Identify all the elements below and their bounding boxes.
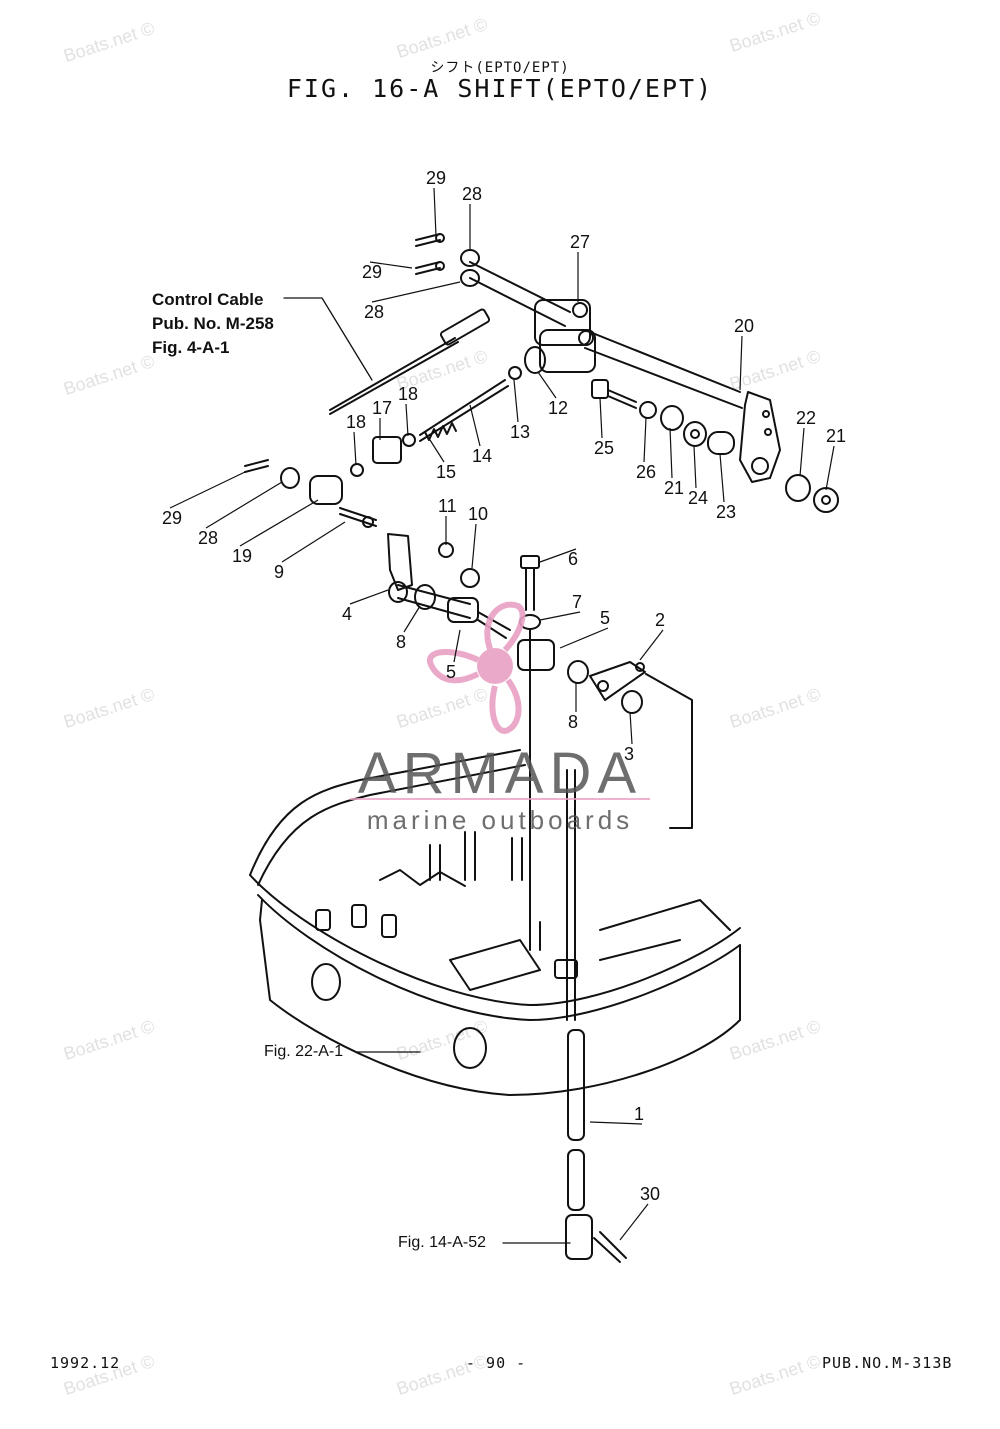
shift-rod bbox=[529, 629, 627, 1263]
part-number-28: 28 bbox=[462, 184, 482, 204]
part-number-3: 3 bbox=[624, 744, 634, 764]
leader-line-28 bbox=[371, 281, 461, 303]
logo-wordmark: ARMADA bbox=[357, 741, 643, 806]
logo-tagline: marine outboards bbox=[366, 805, 634, 835]
part-number-23: 23 bbox=[716, 502, 736, 522]
leader-line-10 bbox=[471, 523, 477, 569]
leader-line-4 bbox=[349, 589, 389, 605]
leader-line-28 bbox=[205, 481, 283, 529]
part-number-2: 2 bbox=[655, 610, 665, 630]
center-parts bbox=[517, 555, 693, 829]
leader-line-14 bbox=[469, 404, 481, 447]
part-number-14: 14 bbox=[472, 446, 492, 466]
control-cable-fig: Fig. 4-A-1 bbox=[152, 338, 230, 357]
part-number-9: 9 bbox=[274, 562, 284, 582]
footer-date: 1992.12 bbox=[50, 1354, 121, 1372]
part-number-18: 18 bbox=[346, 412, 366, 432]
part-number-27: 27 bbox=[570, 232, 590, 252]
leader-line-7 bbox=[539, 611, 581, 621]
logo-divider bbox=[350, 798, 650, 800]
leader-line-30 bbox=[619, 1203, 649, 1241]
leader-line-1 bbox=[589, 1121, 643, 1125]
part-number-22: 22 bbox=[796, 408, 816, 428]
leader-line-12 bbox=[537, 371, 557, 399]
leader-line-29 bbox=[369, 261, 413, 269]
leader-line-8 bbox=[403, 605, 421, 633]
leader-line-23 bbox=[719, 453, 725, 503]
part-number-11: 11 bbox=[438, 496, 457, 516]
part-number-30: 30 bbox=[640, 1184, 660, 1204]
part-number-19: 19 bbox=[232, 546, 252, 566]
spring-rod bbox=[350, 366, 522, 477]
part-number-18: 18 bbox=[398, 384, 418, 404]
part-number-12: 12 bbox=[548, 398, 568, 418]
part-number-13: 13 bbox=[510, 422, 530, 442]
shift-linkage-upper bbox=[415, 233, 743, 409]
leader-line-22 bbox=[799, 427, 805, 477]
part-number-21: 21 bbox=[826, 426, 846, 446]
leader-line-26 bbox=[643, 417, 647, 463]
part-number-29: 29 bbox=[362, 262, 382, 282]
leader-line-3 bbox=[629, 711, 633, 745]
part-number-7: 7 bbox=[572, 592, 582, 612]
control-cable-label: Control Cable bbox=[152, 290, 264, 309]
part-number-4: 4 bbox=[342, 604, 352, 624]
fig-14-callout: Fig. 14-A-52 bbox=[398, 1234, 487, 1251]
fig-22-callout: Fig. 22-A-1 bbox=[264, 1043, 344, 1060]
leader-line-21 bbox=[825, 445, 835, 491]
part-number-8: 8 bbox=[396, 632, 406, 652]
part-number-10: 10 bbox=[468, 504, 488, 524]
leader-line-13 bbox=[513, 379, 519, 423]
leader-line-15 bbox=[429, 439, 445, 463]
leader-line-20 bbox=[739, 335, 743, 391]
part-number-20: 20 bbox=[734, 316, 754, 336]
leader-line-24 bbox=[693, 445, 697, 489]
part-number-24: 24 bbox=[688, 488, 708, 508]
leader-line-29 bbox=[169, 471, 246, 509]
bolt-stack bbox=[591, 379, 839, 513]
part-number-1: 1 bbox=[634, 1104, 644, 1124]
part-number-6: 6 bbox=[568, 549, 578, 569]
propeller-logo-icon bbox=[427, 601, 526, 734]
leader-line-25 bbox=[599, 397, 603, 439]
part-number-5: 5 bbox=[600, 608, 610, 628]
leader-line-9 bbox=[281, 521, 346, 563]
shift-lever bbox=[387, 533, 511, 639]
part-number-28: 28 bbox=[198, 528, 218, 548]
lower-cowling bbox=[249, 749, 741, 1096]
part-number-28: 28 bbox=[364, 302, 384, 322]
leader-line-18 bbox=[405, 403, 409, 437]
part-number-5: 5 bbox=[446, 662, 456, 682]
leader-line-29 bbox=[433, 187, 437, 237]
figure-title: FIG. 16-A SHIFT(EPTO/EPT) bbox=[286, 74, 714, 103]
part-number-8: 8 bbox=[568, 712, 578, 732]
leader-line-21 bbox=[669, 427, 673, 479]
part-number-26: 26 bbox=[636, 462, 656, 482]
leader-line-5 bbox=[559, 627, 609, 649]
part-number-21: 21 bbox=[664, 478, 684, 498]
control-cable-callout: Control Cable Pub. No. M-258 Fig. 4-A-1 bbox=[152, 288, 274, 360]
figure-subtitle: シフト(EPTO/EPT) bbox=[430, 60, 570, 76]
lower-left-parts bbox=[244, 459, 377, 528]
control-cable-pub: Pub. No. M-258 bbox=[152, 314, 274, 333]
leader-line-19 bbox=[239, 499, 319, 547]
part-number-17: 17 bbox=[372, 398, 392, 418]
part-number-29: 29 bbox=[162, 508, 182, 528]
footer-publication: PUB.NO.M-313B bbox=[822, 1354, 953, 1372]
part-number-29: 29 bbox=[426, 168, 446, 188]
control-cable bbox=[329, 308, 491, 415]
leader-line-2 bbox=[639, 629, 664, 661]
leader-line-6 bbox=[539, 548, 577, 563]
footer-page-number: - 90 - bbox=[466, 1354, 527, 1372]
callout-leaders bbox=[283, 297, 571, 1244]
part-number-15: 15 bbox=[436, 462, 456, 482]
part-number-25: 25 bbox=[594, 438, 614, 458]
leader-line-18 bbox=[353, 431, 357, 466]
leader-line-5 bbox=[453, 629, 461, 663]
